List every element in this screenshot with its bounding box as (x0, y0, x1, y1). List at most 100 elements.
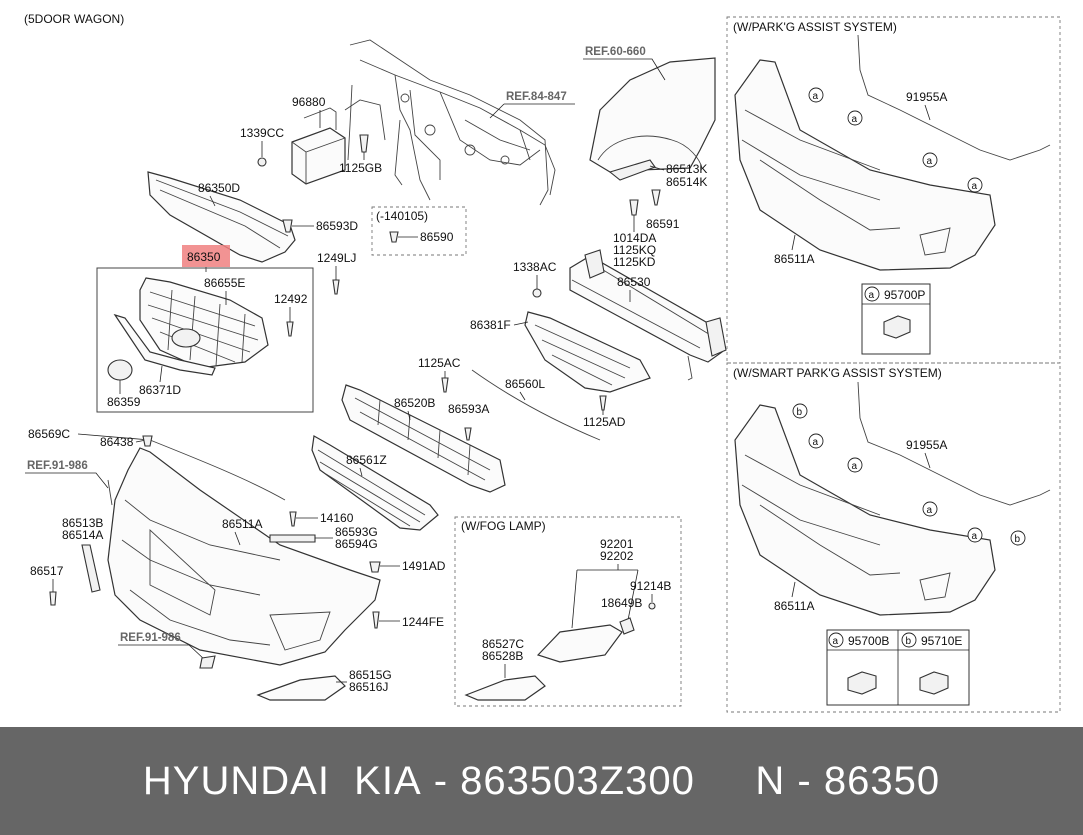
label-86528B: 86528B (482, 649, 523, 663)
clip-14160 (289, 511, 297, 527)
ref-91-986-lower[interactable]: REF.91-986 (120, 632, 181, 644)
label-1014DA: 1014DA (613, 231, 656, 245)
label-95700P: 95700P (884, 288, 925, 302)
label-86517: 86517 (30, 564, 64, 578)
separator-2: - (785, 758, 824, 803)
label-86520B: 86520B (394, 396, 435, 410)
label-1339CC: 1339CC (240, 126, 284, 140)
gap (695, 759, 756, 804)
label-92202: 92202 (600, 549, 634, 563)
label-86350D: 86350D (198, 181, 240, 195)
emblem-86359 (107, 359, 133, 381)
n-prefix: N (755, 758, 786, 803)
label-86561Z: 86561Z (346, 453, 387, 467)
lower-grille-86561Z (311, 435, 439, 531)
label-18649B: 18649B (601, 596, 642, 610)
diagram-number: 86350 (823, 758, 941, 803)
parking-assist-box (726, 16, 1061, 364)
svg-text:a: a (972, 181, 978, 192)
callouts-smart: b a a a a b (792, 403, 1026, 546)
label-86371D: 86371D (139, 383, 181, 397)
label-95710E: 95710E (921, 634, 962, 648)
clip-86438 (142, 435, 153, 447)
label-86511A-smart: 86511A (774, 599, 814, 613)
svg-text:a: a (833, 636, 839, 647)
bumper-beam-86530 (569, 249, 727, 381)
front-bumper-cover-86511A (107, 447, 381, 666)
bolt-1014DA (629, 199, 639, 216)
screw-86591 (651, 189, 661, 206)
label-86530: 86530 (617, 275, 651, 289)
sensor-95700P (883, 315, 911, 339)
nut-1338AC (532, 288, 542, 298)
separator: - (421, 758, 461, 803)
svg-text:a: a (813, 91, 819, 102)
sensor-95700B (847, 671, 877, 695)
label-86350-highlighted: 86350 (187, 250, 221, 264)
label-1125KD: 1125KD (613, 255, 656, 269)
label-1338AC: 1338AC (513, 260, 557, 274)
label-1491AD: 1491AD (402, 559, 446, 573)
wiring-91955A-park (857, 34, 1051, 161)
svg-text:a: a (852, 461, 858, 472)
clip-86590 (389, 231, 399, 243)
fog-lamp-box (454, 516, 682, 707)
module-96880 (291, 107, 346, 185)
label-date-range: (-140105) (376, 209, 428, 223)
ref-60-660[interactable]: REF.60-660 (585, 46, 646, 58)
screw-86517 (49, 591, 57, 606)
fog-cover-86527C (464, 675, 546, 701)
label-86514K: 86514K (666, 175, 707, 189)
svg-text:a: a (972, 531, 978, 542)
bumper-with-smart-park-assist (734, 404, 996, 616)
bracket-86593G (269, 534, 316, 543)
label-1125GB: 1125GB (339, 161, 382, 175)
fog-cover-86515G (256, 675, 346, 701)
bracket-86513K (608, 159, 656, 181)
clip-86593D (282, 219, 293, 233)
nut-1339CC (257, 157, 267, 167)
svg-text:a: a (927, 156, 933, 167)
brand-name: HYUNDAI KIA (142, 758, 422, 803)
radiator-grille-assembly-box (96, 267, 314, 413)
part-number-banner: HYUNDAI KIA - 863503Z300 N - 86350 (0, 727, 1083, 835)
screw-1125AD (599, 395, 607, 411)
label-91955A-smart: 91955A (906, 438, 947, 452)
label-12492: 12492 (274, 292, 308, 306)
label-86511A-park: 86511A (774, 252, 814, 266)
label-1249LJ: 1249LJ (317, 251, 356, 265)
highlight-86350[interactable] (182, 245, 230, 267)
label-95700B: 95700B (848, 634, 889, 648)
label-fog-lamp-box: (W/FOG LAMP) (461, 519, 546, 533)
bulb-91214B (648, 602, 656, 610)
label-86593G: 86593G (335, 525, 378, 539)
bolt-1125GB (359, 134, 369, 153)
label-96880: 96880 (292, 95, 326, 109)
callouts-park: a a a a (808, 87, 983, 193)
smart-parking-assist-box (726, 362, 1061, 713)
dash-frame-illustration (344, 39, 556, 206)
svg-text:b: b (906, 636, 912, 647)
energy-absorber-86520B (341, 384, 506, 493)
body-type-label: (5DOOR WAGON) (24, 12, 124, 26)
label-1125AD: 1125AD (583, 415, 626, 429)
ref-91-986-upper[interactable]: REF.91-986 (27, 460, 88, 472)
label-86516J: 86516J (349, 680, 388, 694)
label-86593D: 86593D (316, 219, 358, 233)
clip-86593A (464, 427, 472, 441)
lower-grille-86381F (524, 311, 651, 393)
screw-1244FE (372, 611, 380, 629)
svg-text:a: a (869, 290, 875, 301)
label-1125KQ: 1125KQ (613, 243, 656, 257)
wiring-91955A-smart (857, 381, 1051, 506)
date-range-box (371, 206, 467, 256)
label-91955A-park: 91955A (906, 90, 947, 104)
label-86569C: 86569C (28, 427, 70, 441)
svg-text:a: a (927, 505, 933, 516)
fog-lamp-92201 (536, 624, 623, 663)
ref-84-847[interactable]: REF.84-847 (506, 91, 567, 103)
label-86513B: 86513B (62, 516, 103, 530)
label-86593A: 86593A (448, 402, 489, 416)
label-86590: 86590 (420, 230, 454, 244)
svg-text:a: a (813, 437, 819, 448)
